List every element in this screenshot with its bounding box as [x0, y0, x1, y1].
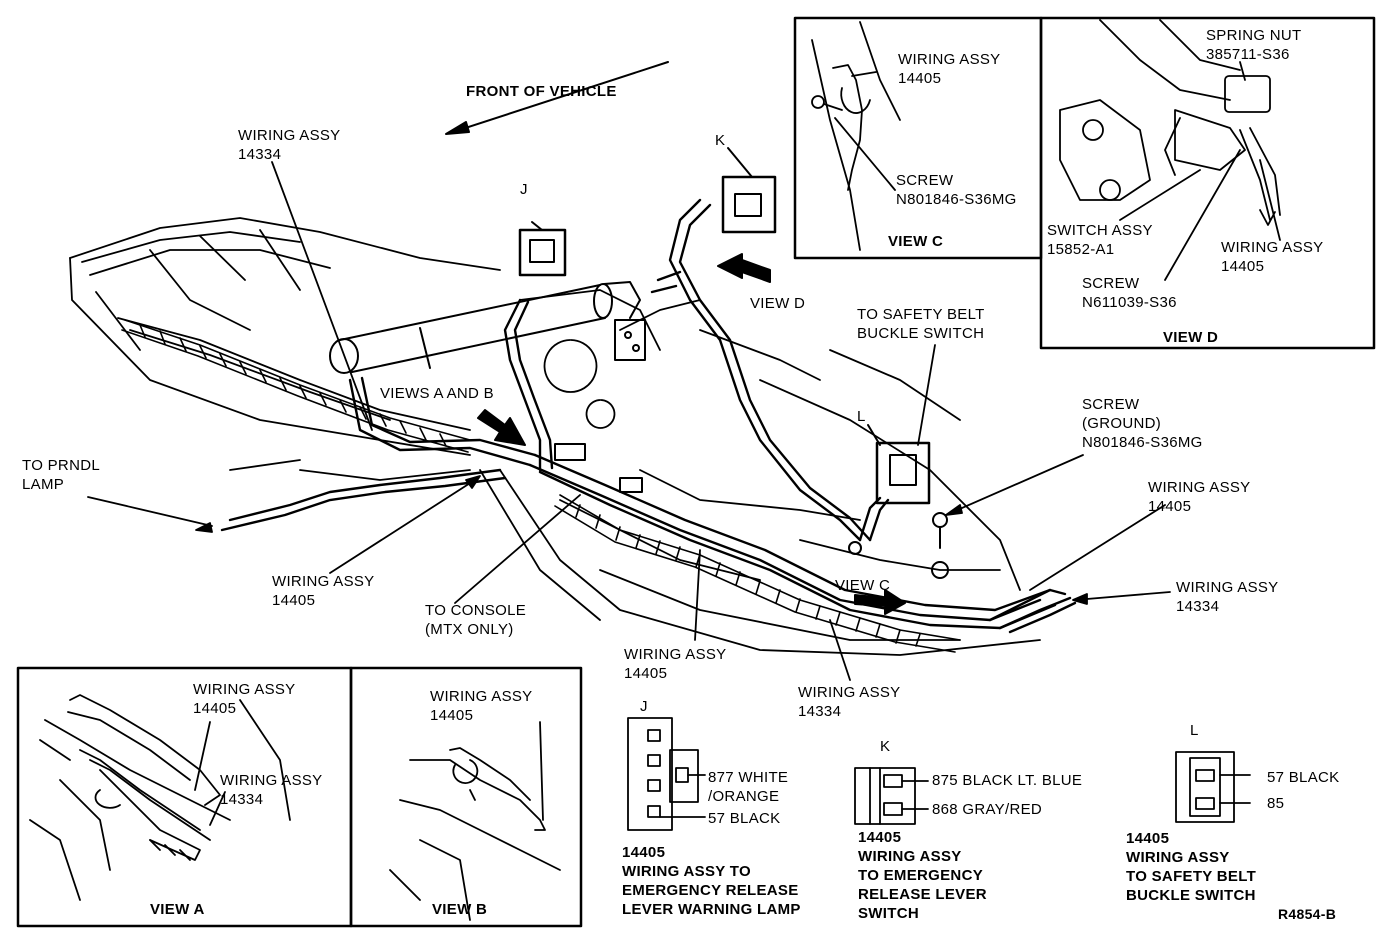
- connector-j: [627, 717, 706, 831]
- callout-l-letter: L: [857, 408, 866, 425]
- to-console-label: TO CONSOLE(MTX ONLY): [425, 602, 527, 638]
- main-harness: [220, 198, 1077, 634]
- front-of-vehicle-label: FRONT OF VEHICLE: [466, 83, 617, 100]
- view-d-arrow-icon: [717, 253, 771, 283]
- callout-j: [518, 221, 567, 277]
- callout-l: [867, 424, 931, 505]
- front-arrow: [445, 61, 669, 135]
- view-c-arrow-icon: [854, 589, 906, 615]
- connector-k-letter: K: [880, 738, 891, 755]
- connector-k-wire-868: 868 GRAY/RED: [932, 801, 1043, 818]
- brake-handle: [329, 281, 646, 374]
- views-a-and-b-label: VIEWS A AND B: [380, 385, 494, 402]
- view-b-art: [389, 721, 561, 921]
- views-ab-arrow-icon: [477, 409, 526, 446]
- callout-k: [721, 147, 777, 234]
- connector-l: [1175, 751, 1251, 823]
- view-a-title: VIEW A: [150, 901, 205, 918]
- view-b-frame: [349, 666, 583, 928]
- callout-j-letter: J: [520, 181, 528, 198]
- connector-j-wire-57: 57 BLACK: [708, 810, 781, 827]
- ground-screw: [554, 443, 949, 579]
- connector-j-wire-877: 877 WHITE/ORANGE: [708, 769, 789, 805]
- view-a-art: [29, 694, 291, 901]
- view-d-frame: [1039, 16, 1376, 350]
- view-c-art: [811, 21, 901, 251]
- view-d-art: [1059, 19, 1281, 281]
- screw-ground-label: SCREW(GROUND)N801846-S36MG: [1082, 396, 1203, 451]
- view-c-arrow-label: VIEW C: [835, 577, 891, 594]
- connector-l-wire-57: 57 BLACK: [1267, 769, 1340, 786]
- reference-number: R4854-B: [1278, 906, 1337, 922]
- connector-k: [854, 767, 929, 825]
- view-d-arrow-label: VIEW D: [750, 295, 806, 312]
- view-d-title: VIEW D: [1163, 329, 1219, 346]
- view-c-title: VIEW C: [888, 233, 944, 250]
- leader-lines: [87, 161, 1171, 681]
- connector-k-wire-875: 875 BLACK LT. BLUE: [932, 772, 1083, 789]
- view-b-title: VIEW B: [432, 901, 488, 918]
- callout-k-letter: K: [715, 132, 726, 149]
- connector-j-letter: J: [640, 698, 648, 715]
- trim-strip-left: [121, 319, 471, 453]
- floor-pan: [69, 217, 1041, 656]
- connector-l-letter: L: [1190, 722, 1199, 739]
- trim-strip-right: [554, 494, 961, 653]
- connector-l-wire-85: 85: [1267, 795, 1285, 812]
